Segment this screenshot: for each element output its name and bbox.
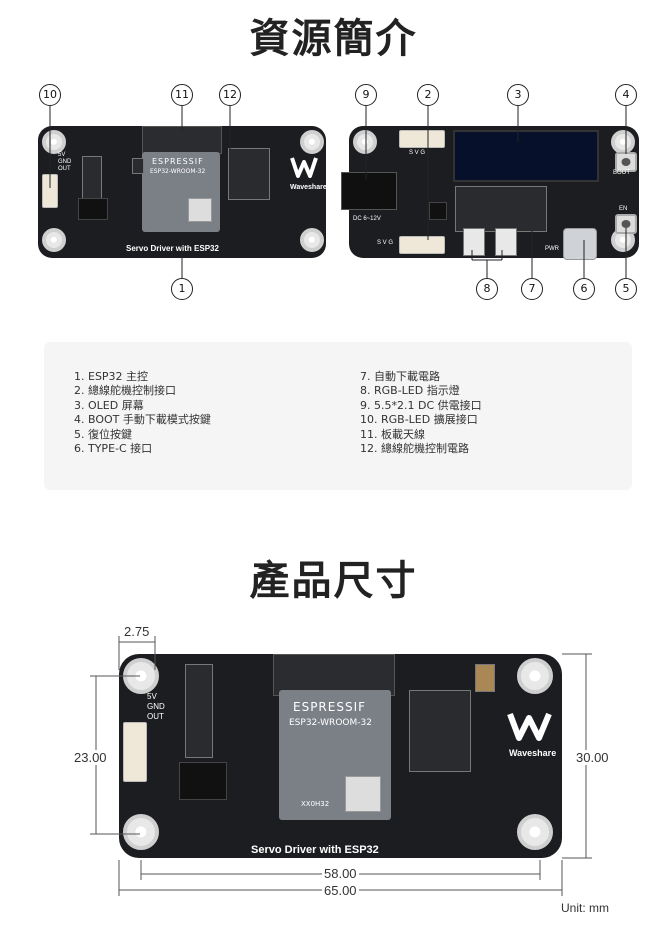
- legend-item: 1. ESP32 主控: [74, 370, 149, 383]
- svg-label-top: S V G: [409, 150, 426, 156]
- servo-connector-left: [123, 722, 147, 782]
- legend-item: 11. 板載天線: [360, 427, 425, 441]
- pin-5v-label: 5V: [58, 152, 66, 158]
- pin-out-label: OUT: [58, 166, 71, 172]
- legend-left-list: 1. ESP32 主控 2. 總線舵機控制接口 3. OLED 屏幕 4. BO…: [74, 370, 211, 456]
- callout-8: 8: [476, 278, 498, 300]
- esp32-module: ESPRESSIF ESP32-WROOM-32 XX0H32: [279, 690, 391, 820]
- legend-item: 3. OLED 屏幕: [74, 398, 144, 412]
- board-silk-title: Servo Driver with ESP32: [251, 844, 379, 856]
- pin-5v-label: 5V: [147, 692, 157, 701]
- esp-brand-text: ESPRESSIF: [152, 157, 204, 166]
- board-silk-title: Servo Driver with ESP32: [126, 244, 219, 253]
- callout-9: 9: [355, 84, 377, 106]
- dim-right: 30.00: [574, 750, 611, 765]
- dim-top: 2.75: [124, 624, 150, 639]
- callout-lines: [49, 104, 627, 278]
- waveshare-logo-icon: [507, 712, 552, 741]
- board-front-image: ESPRESSIF ESP32-WROOM-32 5V GND OUT Wave…: [38, 126, 327, 258]
- usb-c-port: [563, 228, 597, 260]
- legend-item: 4. BOOT 手動下載模式按鍵: [74, 413, 211, 427]
- servo-connector-bottom: [399, 236, 445, 254]
- callout-1: 1: [171, 278, 193, 300]
- inductor: [429, 202, 447, 220]
- rgb-led-2: [495, 228, 517, 256]
- legend-item: 7. 自動下載電路: [360, 370, 440, 383]
- esp-brand-text: ESPRESSIF: [293, 700, 367, 714]
- logo-text: Waveshare: [509, 748, 557, 758]
- board-back-image: DC 6~12V S V G S V G BOOT EN PWR: [341, 126, 639, 260]
- section-title-overview: 資源簡介: [249, 16, 418, 62]
- board-dimension-image: ESPRESSIF ESP32-WROOM-32 XX0H32 5V GND O…: [119, 654, 562, 858]
- legend-item: 12. 總線舵機控制電路: [360, 442, 469, 456]
- callout-4: 4: [615, 84, 637, 106]
- section-title-dimensions: 產品尺寸: [249, 558, 418, 604]
- mounting-hole: [517, 814, 553, 850]
- legend-item: 10. RGB-LED 擴展接口: [360, 413, 478, 427]
- dim-outer-width: 65.00: [322, 883, 359, 898]
- servo-circuit: [409, 690, 471, 772]
- esp-code-text: XX0H32: [301, 800, 330, 808]
- dim-left: 23.00: [72, 750, 109, 765]
- legend-item: 8. RGB-LED 指示燈: [360, 384, 460, 398]
- callout-11: 11: [171, 84, 193, 106]
- mounting-hole: [353, 130, 377, 154]
- auto-download-circuit: [455, 186, 547, 232]
- capacitor: [475, 664, 495, 692]
- legend-item: 5. 復位按鍵: [74, 427, 132, 441]
- callout-3: 3: [507, 84, 529, 106]
- qr-code: [345, 776, 381, 812]
- callout-10: 10: [39, 84, 61, 106]
- mounting-hole: [123, 814, 159, 850]
- esp32-module: ESPRESSIF ESP32-WROOM-32: [142, 152, 220, 232]
- mounting-hole: [611, 130, 635, 154]
- pin-out-label: OUT: [147, 712, 164, 721]
- regulator-chip: [78, 198, 108, 220]
- mounting-hole: [300, 228, 324, 252]
- led-connector-pads: [185, 664, 213, 758]
- servo-connector-top: [399, 130, 445, 148]
- unit-label: Unit: mm: [561, 901, 609, 915]
- boot-label: BOOT: [613, 170, 631, 176]
- logo-text: Waveshare: [290, 184, 327, 191]
- callout-7: 7: [521, 278, 543, 300]
- esp-model-text: ESP32-WROOM-32: [150, 168, 206, 175]
- dc-jack: [341, 172, 397, 210]
- qr-code: [188, 198, 212, 222]
- feature-legend: 1. ESP32 主控 2. 總線舵機控制接口 3. OLED 屏幕 4. BO…: [44, 342, 632, 490]
- antenna-area: [273, 654, 395, 696]
- mounting-hole: [42, 228, 66, 252]
- mounting-hole: [42, 130, 66, 154]
- servo-circuit: [228, 148, 270, 200]
- callout-12: 12: [219, 84, 241, 106]
- dim-inner-width: 58.00: [322, 866, 359, 881]
- callout-2: 2: [417, 84, 439, 106]
- callout-6: 6: [573, 278, 595, 300]
- waveshare-logo-icon: [290, 157, 318, 178]
- regulator-chip: [179, 762, 227, 800]
- pin-gnd-label: GND: [147, 702, 165, 711]
- mounting-hole: [517, 658, 553, 694]
- svg-label-bottom: S V G: [377, 240, 394, 246]
- callout-5: 5: [615, 278, 637, 300]
- legend-item: 9. 5.5*2.1 DC 供電接口: [360, 398, 482, 412]
- esp-model-text: ESP32-WROOM-32: [289, 718, 372, 728]
- rgb-led-1: [463, 228, 485, 256]
- legend-item: 2. 總線舵機控制接口: [74, 384, 176, 398]
- legend-item: 6. TYPE-C 接口: [74, 442, 153, 456]
- capacitor: [132, 158, 144, 174]
- dc-label: DC 6~12V: [353, 216, 381, 222]
- oled-screen: [453, 130, 599, 182]
- pwr-label: PWR: [545, 246, 559, 252]
- legend-right-list: 7. 自動下載電路 8. RGB-LED 指示燈 9. 5.5*2.1 DC 供…: [360, 370, 482, 456]
- pin-gnd-label: GND: [58, 159, 72, 165]
- mounting-hole: [300, 130, 324, 154]
- en-label: EN: [619, 206, 628, 212]
